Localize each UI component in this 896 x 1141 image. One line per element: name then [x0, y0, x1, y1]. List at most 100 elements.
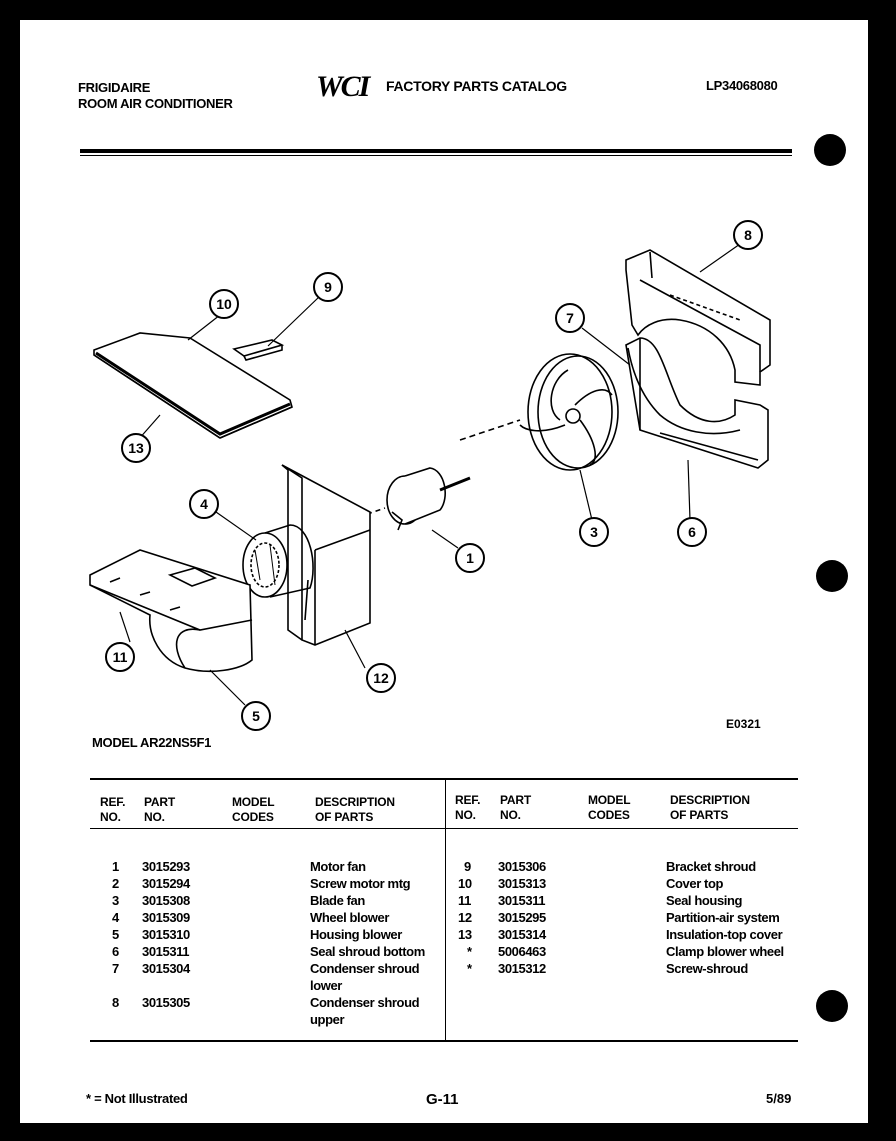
- table-row: Cover top: [666, 876, 724, 891]
- table-row: 11: [458, 893, 471, 908]
- callout-label: 8: [744, 227, 752, 243]
- table-row: 3015312: [498, 961, 546, 976]
- callout-label: 6: [688, 524, 696, 540]
- callout-label: 13: [128, 440, 144, 456]
- table-row: 3015311: [498, 893, 546, 908]
- table-top-rule: [90, 778, 798, 780]
- table-row: 3015309: [142, 910, 190, 925]
- product-line: ROOM AIR CONDITIONER: [78, 96, 233, 111]
- table-row: 9: [464, 859, 471, 874]
- header-ref: REF.NO.: [455, 793, 481, 822]
- condenser-shroud-lower-part: [625, 337, 769, 469]
- table-row: 10: [458, 876, 472, 891]
- leader-lines: [119, 243, 741, 706]
- brand-name: FRIGIDAIRE: [78, 80, 151, 95]
- table-row: *: [467, 944, 472, 959]
- exploded-parts-diagram: 10 9 13 8 7 4 1 3 6 11 12 5: [89, 220, 771, 731]
- table-row: Wheel blower: [310, 910, 389, 925]
- table-row-continued: lower: [310, 978, 342, 993]
- header-ref: REF.NO.: [100, 795, 126, 824]
- table-bottom-rule: [90, 1040, 798, 1042]
- table-row: Seal shroud bottom: [310, 944, 425, 959]
- footer-date: 5/89: [766, 1091, 792, 1106]
- table-row: Motor fan: [310, 859, 366, 874]
- callout-circles: [105, 220, 763, 731]
- table-row: 5006463: [498, 944, 546, 959]
- table-row: Insulation-top cover: [666, 927, 783, 942]
- callout-label: 1: [466, 550, 474, 566]
- table-row: 13: [458, 927, 472, 942]
- table-row: Screw motor mtg: [310, 876, 411, 891]
- partition-air-system-part: [281, 464, 371, 646]
- callout-label: 5: [252, 708, 260, 724]
- figure-reference: E0321: [726, 717, 761, 731]
- table-header-rule: [90, 828, 798, 829]
- table-row: 4: [112, 910, 119, 925]
- table-row: 3: [112, 893, 119, 908]
- callout-label: 12: [373, 670, 389, 686]
- table-row: Screw-shroud: [666, 961, 748, 976]
- table-row: 3015314: [498, 927, 546, 942]
- table-row: 3015310: [142, 927, 190, 942]
- table-row: 3015294: [142, 876, 190, 891]
- fan-motor-part: [349, 467, 471, 531]
- catalog-page: FRIGIDAIRE ROOM AIR CONDITIONER WCI FACT…: [20, 20, 868, 1123]
- table-row: Blade fan: [310, 893, 365, 908]
- table-row: 12: [458, 910, 472, 925]
- callout-label: 3: [590, 524, 598, 540]
- table-row: 1: [112, 859, 119, 874]
- bracket-shroud-part: [232, 339, 285, 361]
- blower-wheel-part: [242, 524, 314, 598]
- table-row: Partition-air system: [666, 910, 780, 925]
- fan-blade-part: [459, 353, 619, 471]
- table-row: 6: [112, 944, 119, 959]
- table-row: Clamp blower wheel: [666, 944, 784, 959]
- table-row: Condenser shroud: [310, 961, 420, 976]
- table-row: Seal housing: [666, 893, 743, 908]
- housing-blower-part: [89, 549, 253, 673]
- table-row: Condenser shroud: [310, 995, 420, 1010]
- catalog-title: FACTORY PARTS CATALOG: [386, 78, 567, 94]
- table-row: 3015313: [498, 876, 546, 891]
- table-row: 3015311: [142, 944, 190, 959]
- table-row-continued: upper: [310, 1012, 345, 1027]
- cover-top-part: [93, 332, 293, 439]
- header-rule-thin: [80, 155, 792, 156]
- binder-hole: [816, 990, 848, 1022]
- table-row: 3015305: [142, 995, 190, 1010]
- table-row: *: [467, 961, 472, 976]
- model-number: MODEL AR22NS5F1: [92, 735, 212, 750]
- binder-hole: [816, 560, 848, 592]
- catalog-number: LP34068080: [706, 78, 778, 93]
- table-row: 5: [112, 927, 119, 942]
- table-row: 8: [112, 995, 119, 1010]
- callout-label: 7: [566, 310, 574, 326]
- callout-label: 4: [200, 496, 208, 512]
- callout-label: 10: [216, 296, 232, 312]
- table-row: 3015308: [142, 893, 190, 908]
- table-row: 3015293: [142, 859, 190, 874]
- brand-block: FRIGIDAIRE ROOM AIR CONDITIONER: [78, 80, 233, 112]
- table-row: 2: [112, 876, 119, 891]
- table-row: Housing blower: [310, 927, 402, 942]
- callout-label: 9: [324, 279, 332, 295]
- footer-note: * = Not Illustrated: [86, 1091, 188, 1106]
- table-row: 3015295: [498, 910, 546, 925]
- wci-logo: WCI: [316, 70, 370, 103]
- table-row: Bracket shroud: [666, 859, 756, 874]
- table-divider: [445, 780, 446, 1040]
- binder-hole: [814, 134, 846, 166]
- table-row: 3015304: [142, 961, 190, 976]
- condenser-shroud-upper-part: [625, 249, 771, 386]
- table-row: 3015306: [498, 859, 546, 874]
- page-number: G-11: [426, 1091, 459, 1108]
- header-rule: [80, 149, 792, 153]
- table-row: 7: [112, 961, 119, 976]
- callout-label: 11: [113, 649, 128, 665]
